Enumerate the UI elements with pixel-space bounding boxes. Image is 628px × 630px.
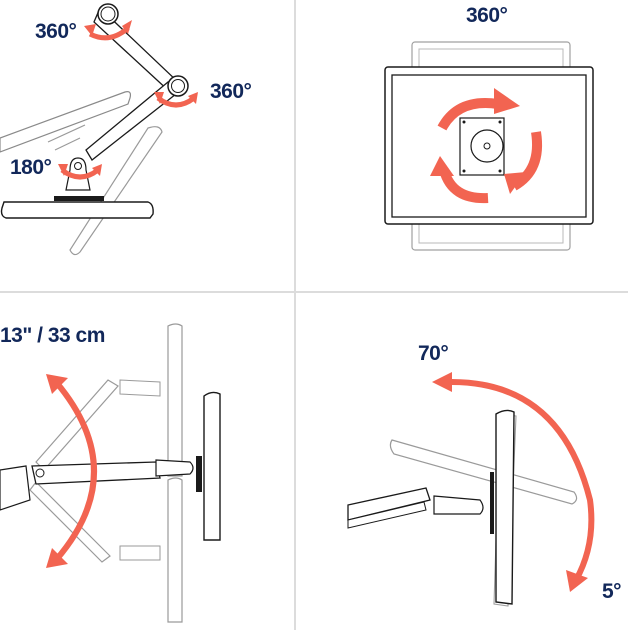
screen-rotation-illustration [384,41,594,251]
arm-rotation-illustration [0,3,198,256]
base-rotation-label: 180° [10,156,52,179]
tilt-up-label: 70° [418,342,449,365]
tilt-down-label: 5° [602,580,622,603]
vertical-divider [294,0,296,630]
arm-upper-rotation-label: 360° [35,20,77,43]
arm-lower-rotation-label: 360° [210,80,252,103]
horizontal-divider [0,291,628,293]
tilt-range-illustration [347,372,595,607]
screen-rotation-label: 360° [466,4,508,27]
lift-range-illustration [0,323,221,623]
lift-range-label: 13" / 33 cm [0,324,105,347]
